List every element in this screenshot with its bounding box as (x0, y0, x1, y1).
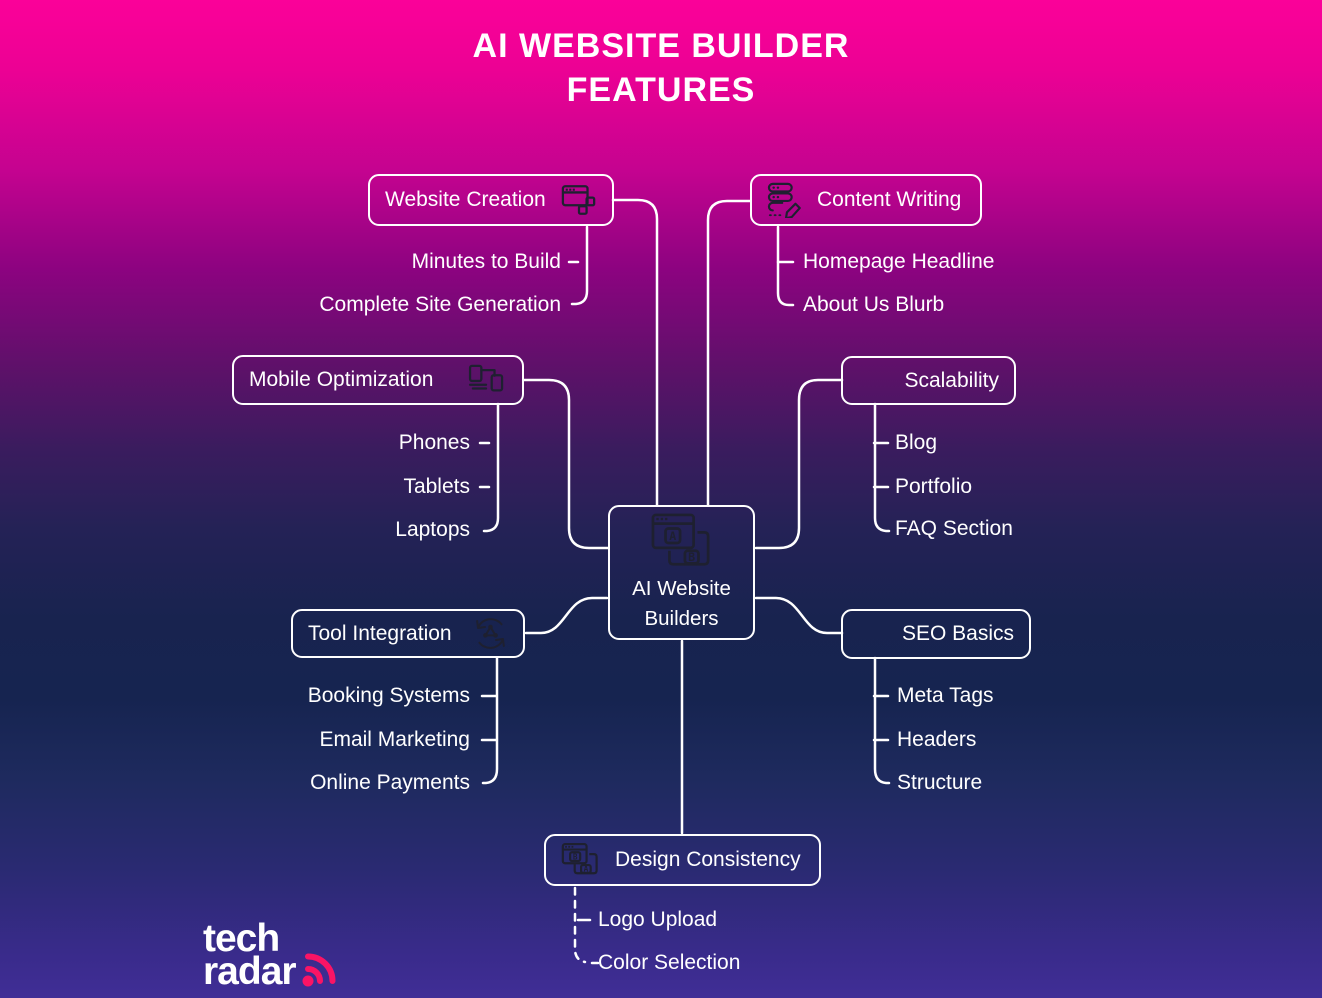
page-title: AI WEBSITE BUILDER FEATURES (0, 24, 1322, 112)
node-website-creation: Website Creation (368, 174, 614, 226)
design-windows-icon: B A (561, 842, 603, 879)
child-portfolio: Portfolio (895, 475, 973, 498)
tool-integration-icon (473, 616, 508, 651)
child-blog: Blog (895, 431, 938, 454)
title-line-1: AI WEBSITE BUILDER (472, 27, 850, 65)
child-about-us-blurb: About Us Blurb (803, 293, 945, 316)
child-meta-tags: Meta Tags (897, 684, 994, 707)
svg-text:A: A (584, 864, 589, 873)
logo-line-radar: radar (203, 950, 297, 993)
child-minutes-to-build: Minutes to Build (411, 250, 561, 273)
node-content-writing: Content Writing (750, 174, 982, 226)
child-homepage-headline: Homepage Headline (803, 250, 995, 273)
node-label: Tool Integration (308, 621, 452, 645)
logo-line-tech: tech (203, 917, 280, 960)
node-label: Website Creation (385, 188, 546, 211)
center-label-line-1: AI Website (632, 576, 731, 600)
techradar-logo: tech radar (203, 917, 297, 993)
node-ai-website-builders: A B AI Website Builders (608, 505, 755, 640)
child-headers: Headers (897, 728, 977, 751)
child-faq-section: FAQ Section (895, 517, 1013, 540)
browser-window-icon (561, 184, 597, 217)
child-logo-upload: Logo Upload (598, 908, 718, 931)
ab-test-windows-icon: A B (637, 513, 727, 573)
node-label: Content Writing (817, 188, 962, 211)
mobile-devices-icon (467, 364, 507, 396)
svg-text:B: B (688, 549, 695, 563)
content-writing-icon (767, 182, 805, 218)
node-label: SEO Basics (901, 622, 1014, 645)
title-line-2: FEATURES (566, 71, 756, 109)
center-label-line-2: Builders (644, 606, 719, 630)
child-color-selection: Color Selection (598, 951, 741, 974)
node-scalability: Scalability (841, 356, 1016, 405)
node-tool-integration: Tool Integration (291, 609, 525, 658)
child-structure: Structure (897, 771, 983, 794)
child-online-payments: Online Payments (310, 771, 470, 794)
svg-text:B: B (573, 852, 578, 861)
child-email-marketing: Email Marketing (319, 728, 470, 751)
node-label: Scalability (904, 368, 999, 392)
svg-text:A: A (669, 529, 676, 543)
node-design-consistency: B A Design Consistency (544, 834, 821, 886)
node-seo-basics: SEO Basics (841, 609, 1031, 659)
node-label: Design Consistency (615, 848, 801, 871)
child-laptops: Laptops (395, 518, 470, 541)
node-mobile-optimization: Mobile Optimization (232, 355, 524, 405)
child-complete-site-generation: Complete Site Generation (319, 293, 561, 316)
child-tablets: Tablets (403, 475, 470, 498)
radar-icon (299, 948, 339, 990)
child-phones: Phones (398, 431, 470, 454)
child-booking-systems: Booking Systems (307, 684, 470, 707)
node-label: Mobile Optimization (249, 368, 434, 391)
